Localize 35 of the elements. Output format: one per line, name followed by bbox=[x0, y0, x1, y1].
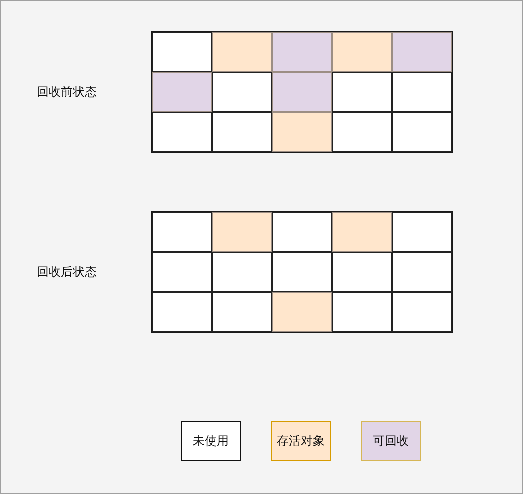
state-label: 回收后状态 bbox=[37, 264, 97, 280]
memory-block bbox=[272, 112, 332, 152]
memory-block bbox=[212, 32, 272, 72]
legend-label: 未使用 bbox=[193, 432, 229, 450]
memory-block bbox=[272, 292, 332, 332]
memory-block bbox=[392, 212, 452, 252]
memory-block bbox=[212, 212, 272, 252]
memory-block bbox=[152, 72, 212, 112]
memory-block bbox=[392, 292, 452, 332]
memory-block bbox=[212, 112, 272, 152]
memory-block bbox=[332, 72, 392, 112]
memory-block bbox=[332, 32, 392, 72]
memory-block bbox=[332, 252, 392, 292]
memory-block bbox=[212, 72, 272, 112]
memory-block bbox=[392, 112, 452, 152]
memory-block bbox=[272, 252, 332, 292]
memory-block bbox=[152, 32, 212, 72]
memory-block bbox=[272, 212, 332, 252]
memory-block bbox=[272, 72, 332, 112]
memory-block bbox=[332, 112, 392, 152]
memory-block bbox=[332, 292, 392, 332]
memory-block bbox=[152, 292, 212, 332]
memory-block bbox=[152, 112, 212, 152]
legend-label: 可回收 bbox=[373, 432, 409, 450]
memory-block bbox=[392, 32, 452, 72]
state-label: 回收前状态 bbox=[37, 84, 97, 100]
memory-block bbox=[392, 72, 452, 112]
legend-label: 存活对象 bbox=[277, 432, 325, 450]
memory-block bbox=[212, 292, 272, 332]
memory-block bbox=[152, 212, 212, 252]
memory-block bbox=[392, 252, 452, 292]
memory-block bbox=[152, 252, 212, 292]
memory-block bbox=[272, 32, 332, 72]
memory-block bbox=[332, 212, 392, 252]
memory-block bbox=[212, 252, 272, 292]
